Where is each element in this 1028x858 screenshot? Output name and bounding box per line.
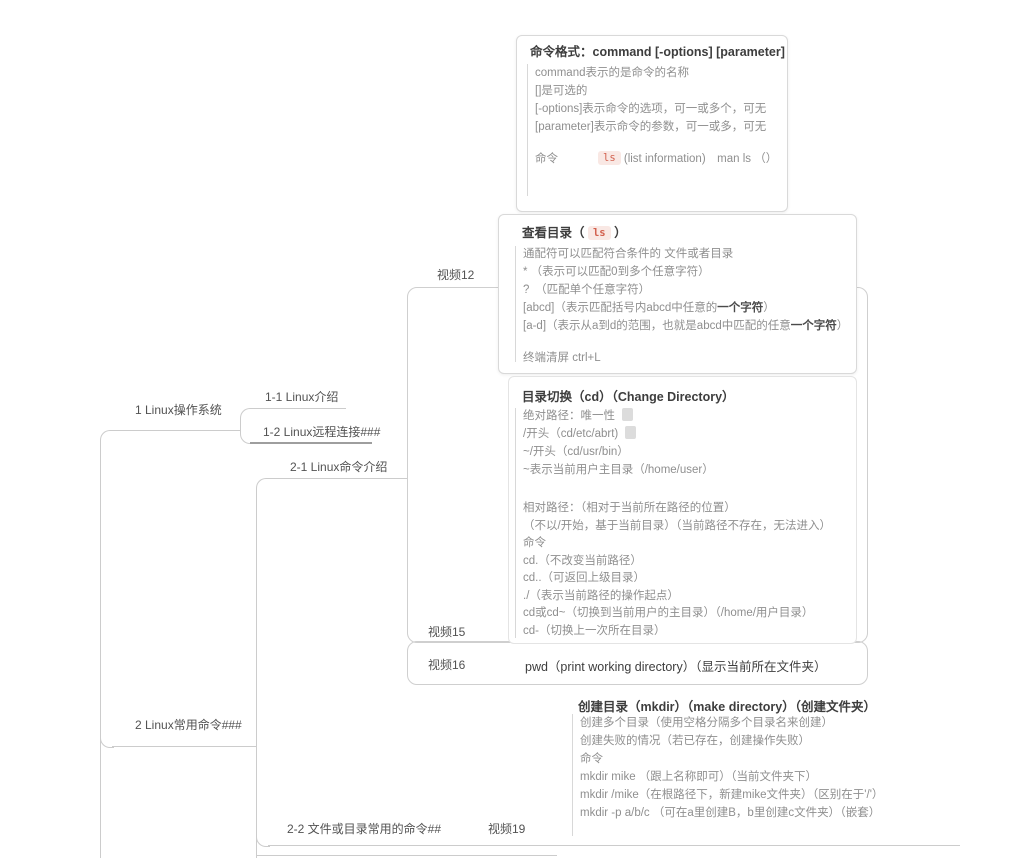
body-text-bold: 一个字符 bbox=[717, 302, 764, 314]
topic1-underline bbox=[113, 430, 240, 431]
body-text: 绝对路径：唯一性 bbox=[523, 410, 615, 422]
body-line: 创建多个目录（使用空格分隔多个目录名来创建） bbox=[580, 717, 833, 729]
body-line: command表示的是命令的名称 bbox=[535, 67, 689, 79]
cd-absolute-path-body: 绝对路径：唯一性 /开头（cd/etc/abrt) ~/开头（cd/usr/bi… bbox=[523, 407, 714, 479]
view-dir-body: 通配符可以匹配符合条件的 文件或者目录 * （表示可以匹配0到多个任意字符） ?… bbox=[523, 245, 848, 335]
view-dir-title: 查看目录（ ls ） bbox=[522, 222, 627, 241]
connector-corner bbox=[100, 430, 115, 443]
view-dir-box[interactable] bbox=[498, 214, 857, 374]
topic-video15[interactable]: 视频15 bbox=[428, 625, 466, 639]
body-line: cd.（不改变当前路径） bbox=[523, 554, 642, 567]
body-line: cd..（可返回上级目录） bbox=[523, 572, 646, 584]
topic-video12[interactable]: 视频12 bbox=[437, 268, 475, 282]
content-guide-line bbox=[527, 64, 528, 196]
pwd-topic[interactable]: pwd（print working directory）（显示当前所在文件夹） bbox=[525, 660, 827, 674]
body-line: []是可选的 bbox=[535, 85, 588, 97]
body-line: 通配符可以匹配符合条件的 文件或者目录 bbox=[523, 248, 734, 260]
topic2-underline bbox=[112, 746, 257, 747]
body-line: ~表示当前用户主目录（/home/user） bbox=[523, 464, 714, 476]
topic-2-1-linux-commands-intro[interactable]: 2-1 Linux命令介绍 bbox=[290, 460, 388, 474]
body-line: cd或cd~（切换到当前用户的主目录）（/home/用户目录） bbox=[523, 607, 814, 619]
body-line: mkdir mike （跟上名称即可）（当前文件夹下） bbox=[580, 771, 818, 783]
body-line: /开头（cd/etc/abrt) bbox=[523, 425, 714, 443]
body-line: ~/开头（cd/usr/bin） bbox=[523, 446, 629, 458]
content-guide-line bbox=[515, 246, 516, 362]
body-line: 相对路径：（相对于当前所在路径的位置） bbox=[523, 502, 736, 514]
body-line: * （表示可以匹配0到多个任意字符） bbox=[523, 266, 710, 278]
topic2-1-underline bbox=[266, 478, 408, 479]
command-label: 命令 bbox=[535, 153, 558, 165]
body-line: mkdir -p a/b/c （可在a里创建B，b里创建c文件夹）（嵌套） bbox=[580, 807, 881, 819]
body-text: ） bbox=[763, 302, 775, 314]
connector-corner bbox=[100, 734, 114, 748]
command-line: 命令 ls (list information) man ls （） bbox=[535, 150, 777, 168]
body-line: ? （匹配单个任意字符） bbox=[523, 284, 651, 296]
connector-corner bbox=[240, 433, 252, 444]
body-line: [-options]表示命令的选项，可一或多个，可无 bbox=[535, 103, 767, 115]
clear-screen-line: 终端清屏 ctrl+L bbox=[523, 352, 601, 364]
view-dir-title-text: ） bbox=[610, 226, 627, 240]
branch2-rail bbox=[256, 488, 257, 858]
body-text: ） bbox=[836, 320, 849, 332]
body-line: [abcd]（表示匹配括号内abcd中任意的一个字符） bbox=[523, 299, 848, 317]
command-format-title: 命令格式：command [-options] [parameter] bbox=[530, 45, 785, 59]
ls-code-chip: ls bbox=[598, 151, 621, 165]
cd-title: 目录切换（cd）（Change Directory） bbox=[522, 390, 735, 404]
attachment-placeholder-icon bbox=[622, 408, 633, 421]
body-line: 创建失败的情况（若已存在，创建操作失败） bbox=[580, 735, 810, 747]
connector-corner bbox=[256, 833, 270, 847]
body-line: [a-d]（表示从a到d的范围，也就是abcd中匹配的任意一个字符） bbox=[523, 317, 848, 335]
body-line: [parameter]表示命令的参数，可一或多，可无 bbox=[535, 121, 767, 133]
content-guide-line bbox=[515, 408, 516, 638]
command-note: (list information) man ls （） bbox=[623, 153, 778, 165]
topic-video16[interactable]: 视频16 bbox=[428, 658, 466, 672]
body-line: 命令 bbox=[580, 753, 603, 765]
content-guide-line bbox=[572, 714, 573, 836]
cd-relative-path-body: 相对路径：（相对于当前所在路径的位置） （不以/开始，基于当前目录）（当前路径不… bbox=[523, 500, 831, 640]
connector-corner bbox=[240, 408, 252, 420]
body-text-bold: 一个字符 bbox=[790, 320, 837, 332]
body-text: /开头（cd/etc/abrt) bbox=[523, 428, 619, 440]
body-line: cd-（切换上一次所在目录） bbox=[523, 624, 666, 637]
body-line: （不以/开始，基于当前目录）（当前路径不存在，无法进入） bbox=[523, 519, 831, 532]
topic-2-2-file-dir-commands[interactable]: 2-2 文件或目录常用的命令## bbox=[287, 822, 442, 836]
topic-1-2-linux-remote[interactable]: 1-2 Linux远程连接### bbox=[263, 425, 381, 439]
command-format-body: command表示的是命令的名称 []是可选的 [-options]表示命令的选… bbox=[535, 64, 766, 136]
attachment-placeholder-icon bbox=[625, 426, 637, 439]
topic1-2-underline bbox=[250, 442, 372, 444]
topic1-1-underline bbox=[250, 408, 346, 409]
topic-2-linux-common-commands[interactable]: 2 Linux常用命令### bbox=[135, 718, 242, 732]
cd-box[interactable] bbox=[508, 376, 857, 644]
topic2-2-underline bbox=[268, 845, 960, 846]
branch1-rail bbox=[240, 418, 241, 434]
topic-1-1-linux-intro[interactable]: 1-1 Linux介绍 bbox=[265, 390, 339, 404]
body-text: [abcd]（表示匹配括号内abcd中任意的 bbox=[523, 302, 718, 314]
topic-1-linux-os[interactable]: 1 Linux操作系统 bbox=[135, 403, 222, 417]
topic-video19[interactable]: 视频19 bbox=[488, 822, 526, 836]
body-line: mkdir /mike（在根路径下，新建mike文件夹）（区别在于'/'） bbox=[580, 789, 884, 801]
view-dir-title-text: 查看目录（ bbox=[522, 226, 588, 240]
ls-code-chip: ls bbox=[587, 226, 611, 240]
connector-corner bbox=[256, 478, 268, 490]
body-line: 绝对路径：唯一性 bbox=[523, 407, 714, 425]
mkdir-title: 创建目录（mkdir）（make directory）（创建文件夹） bbox=[578, 700, 876, 714]
body-line: ./（表示当前路径的操作起点） bbox=[523, 589, 679, 602]
body-line: 命令 bbox=[523, 537, 546, 549]
root-rail bbox=[100, 441, 101, 858]
command-format-box[interactable] bbox=[516, 35, 788, 212]
body-text: [a-d]（表示从a到d的范围，也就是abcd中匹配的任意 bbox=[523, 320, 791, 332]
mkdir-body: 创建多个目录（使用空格分隔多个目录名来创建） 创建失败的情况（若已存在，创建操作… bbox=[580, 714, 883, 822]
next-row-line bbox=[257, 855, 557, 856]
